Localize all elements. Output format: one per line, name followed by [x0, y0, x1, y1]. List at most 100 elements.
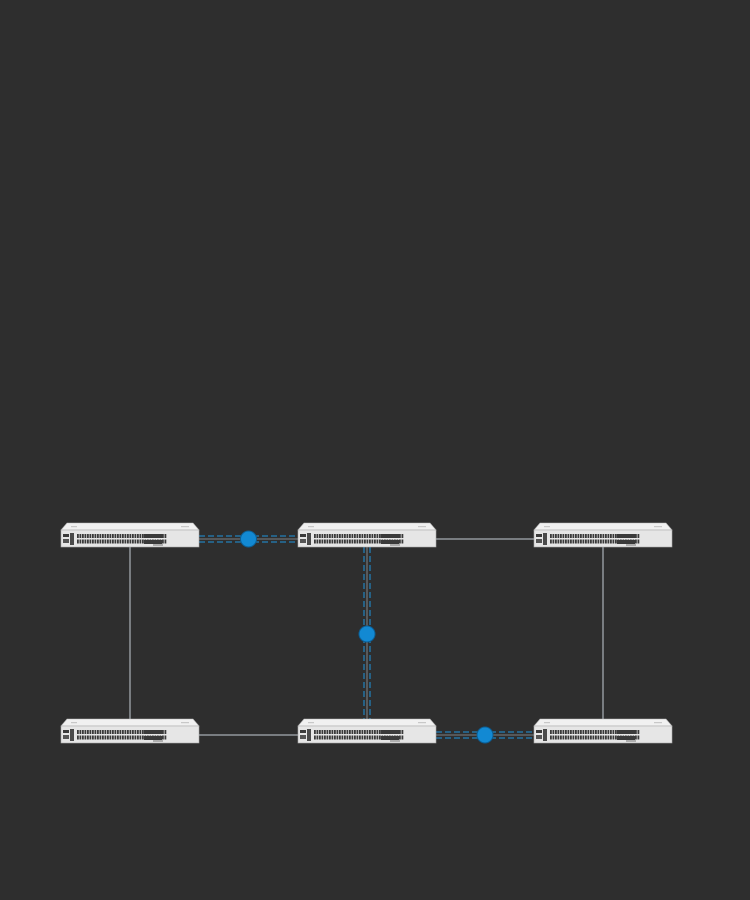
- switch-ethernet-port: [366, 539, 369, 544]
- switch-ethernet-port: [605, 735, 607, 740]
- network-switch-icon: [297, 522, 437, 548]
- switch-top-detail: [418, 722, 426, 724]
- switch-ethernet-port: [557, 534, 560, 538]
- switch-ethernet-port: [164, 730, 167, 734]
- switch-ethernet-port: [142, 539, 144, 544]
- switch-ethernet-port: [324, 735, 326, 740]
- switch-ethernet-port: [331, 534, 334, 538]
- switch-ethernet-port: [142, 534, 144, 538]
- switch-top-detail: [544, 722, 550, 724]
- switch-top-detail: [308, 722, 314, 724]
- switch-ethernet-port: [134, 730, 137, 734]
- switch-ethernet-port: [359, 735, 361, 740]
- switch-ethernet-port: [401, 539, 404, 544]
- switch-ethernet-port: [607, 730, 610, 734]
- switch-ethernet-port: [562, 534, 565, 538]
- switch-ethernet-port: [354, 539, 356, 544]
- switch-ethernet-port: [92, 539, 94, 544]
- switch-ethernet-port: [94, 534, 97, 538]
- switch-ethernet-port: [127, 735, 129, 740]
- switch-ethernet-port: [89, 735, 92, 740]
- switch-ethernet-port: [602, 735, 605, 740]
- switch-front-panel: [60, 529, 200, 548]
- switch-ethernet-port: [572, 534, 575, 538]
- switch-ethernet-port: [326, 539, 329, 544]
- switch-ethernet-port: [580, 539, 582, 544]
- switch-ethernet-port: [615, 539, 617, 544]
- switch-ethernet-port: [132, 735, 134, 740]
- switch-ethernet-port: [577, 539, 580, 544]
- switch-sfp-ports: [144, 730, 162, 734]
- switch-ethernet-port: [319, 534, 321, 538]
- switch-ethernet-port: [107, 730, 109, 734]
- switch-ethernet-port: [366, 730, 369, 734]
- switch-ethernet-port: [321, 539, 324, 544]
- switch-ethernet-port: [600, 730, 602, 734]
- switch-ethernet-port: [577, 735, 580, 740]
- switch-ethernet-port: [582, 534, 585, 538]
- switch-ethernet-port: [324, 534, 326, 538]
- switch-usb-port: [63, 539, 69, 543]
- switch-ethernet-port: [79, 735, 82, 740]
- switch-ethernet-port: [134, 735, 137, 740]
- switch-ethernet-port: [597, 534, 600, 538]
- switch-ethernet-port: [401, 534, 404, 538]
- switch-ethernet-port: [612, 730, 615, 734]
- switch-ethernet-port: [162, 735, 164, 740]
- switch-ethernet-port: [326, 730, 329, 734]
- switch-ethernet-port: [162, 730, 164, 734]
- switch-ethernet-port: [316, 735, 319, 740]
- switch-top-detail: [308, 526, 314, 528]
- network-switch-icon: [297, 718, 437, 744]
- switch-ethernet-port: [582, 539, 585, 544]
- switch-ethernet-port: [600, 735, 602, 740]
- switch-ethernet-port: [590, 534, 592, 538]
- switch-ethernet-port: [84, 735, 87, 740]
- switch-ethernet-port: [344, 735, 346, 740]
- switch-ethernet-port: [580, 534, 582, 538]
- switch-ethernet-port: [602, 539, 605, 544]
- switch-ethernet-port: [585, 735, 587, 740]
- switch-ethernet-port: [351, 539, 354, 544]
- switch-ethernet-port: [565, 534, 567, 538]
- switch-top-face: [60, 718, 200, 727]
- switch-ethernet-port: [109, 730, 112, 734]
- switch-mgmt-port: [543, 533, 547, 545]
- switch-ethernet-port: [374, 539, 376, 544]
- switch-sfp-ports: [144, 534, 162, 538]
- switch-ethernet-port: [89, 539, 92, 544]
- switch-ethernet-port: [127, 539, 129, 544]
- markers-layer: [240, 530, 494, 744]
- switch-ethernet-port: [552, 730, 555, 734]
- switch-console-port: [63, 730, 69, 733]
- switch-ethernet-port: [107, 539, 109, 544]
- switch-ethernet-port: [359, 534, 361, 538]
- switch-ethernet-port: [346, 730, 349, 734]
- switch-top-detail: [654, 722, 662, 724]
- switch-ethernet-port: [77, 730, 79, 734]
- network-switch-icon: [533, 718, 673, 744]
- switch-ethernet-port: [582, 735, 585, 740]
- switch-ethernet-port: [109, 539, 112, 544]
- switch-ethernet-port: [117, 534, 119, 538]
- switch-status-led-strip: [626, 740, 636, 742]
- switch-ethernet-port: [326, 735, 329, 740]
- switch-ethernet-port: [371, 534, 374, 538]
- switch-ethernet-port: [87, 730, 89, 734]
- switch-ethernet-port: [359, 539, 361, 544]
- switch-ethernet-port: [595, 539, 597, 544]
- switch-ethernet-port: [637, 539, 640, 544]
- switch-usb-port: [300, 735, 306, 739]
- switch-ethernet-port: [376, 730, 379, 734]
- switch-ethernet-port: [99, 534, 102, 538]
- switch-ethernet-port: [336, 735, 339, 740]
- switch-mgmt-port: [307, 533, 311, 545]
- switch-ethernet-port: [92, 534, 94, 538]
- switch-ethernet-port: [369, 730, 371, 734]
- switch-ethernet-port: [142, 735, 144, 740]
- switch-ethernet-port: [316, 730, 319, 734]
- switch-ethernet-port: [119, 534, 122, 538]
- switch-console-port: [300, 730, 306, 733]
- switch-ethernet-port: [371, 730, 374, 734]
- switch-ethernet-port: [129, 730, 132, 734]
